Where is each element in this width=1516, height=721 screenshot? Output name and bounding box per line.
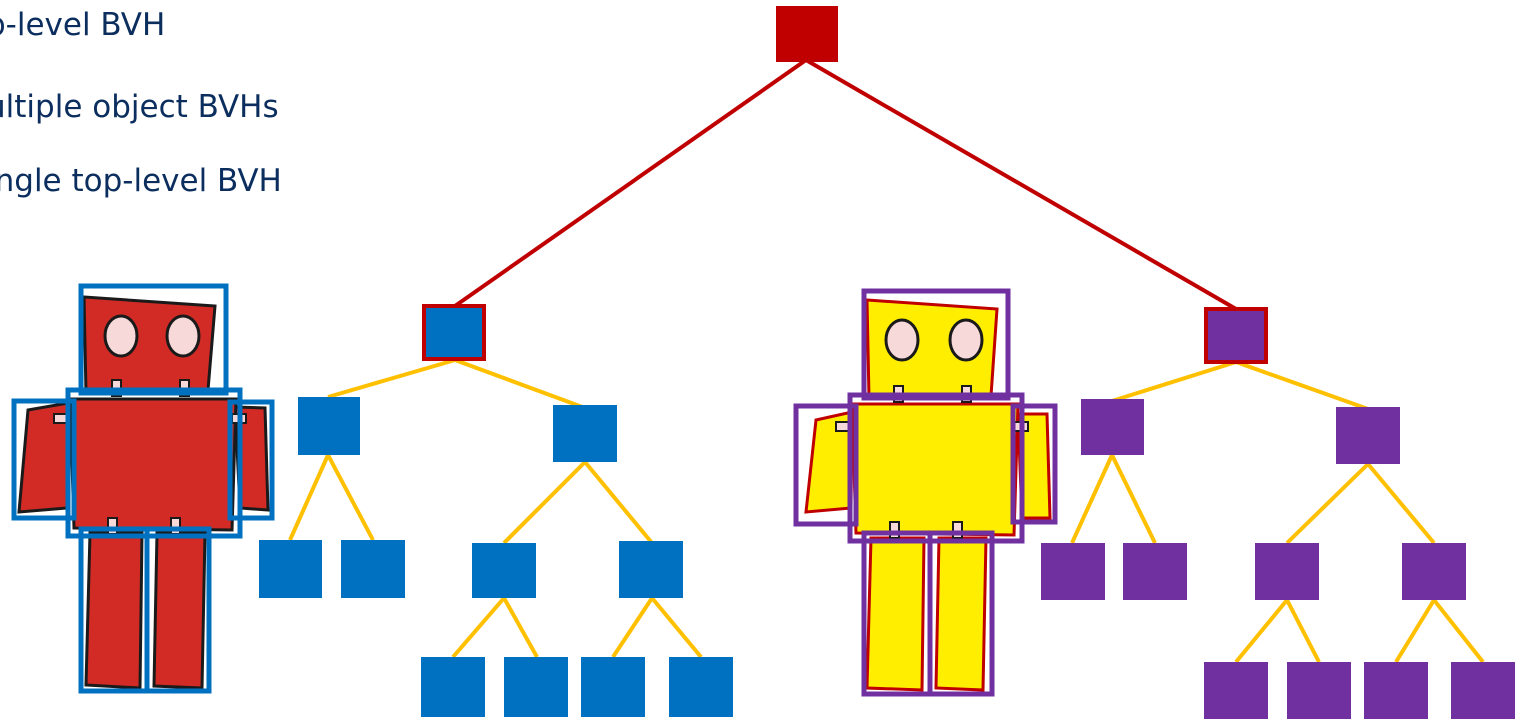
bvh-edge bbox=[454, 358, 586, 410]
blue-internal-node bbox=[619, 541, 683, 598]
root-to-purple-edge bbox=[804, 58, 1238, 311]
blue-internal-node bbox=[472, 543, 536, 598]
yellow-robot-joint bbox=[952, 521, 963, 539]
bvh-edge bbox=[1235, 360, 1369, 411]
purple-leaf-node bbox=[1364, 662, 1428, 719]
bvh-edge bbox=[650, 596, 703, 659]
bvh-edge bbox=[611, 596, 654, 659]
yellow-robot-bounding-boxes bbox=[793, 288, 1058, 697]
bvh-edge bbox=[288, 454, 330, 541]
yellow-robot-joint bbox=[889, 521, 900, 539]
blue-leaf-node bbox=[504, 657, 568, 717]
bvh-edge bbox=[1111, 360, 1237, 403]
red-robot-right-eye bbox=[165, 314, 201, 358]
purple-internal-node bbox=[1081, 399, 1144, 455]
red-robot-joint bbox=[107, 517, 118, 535]
red-robot-left-leg bbox=[84, 531, 144, 690]
right-leg-bounding-box bbox=[144, 526, 212, 694]
torso-bounding-box bbox=[65, 387, 243, 539]
yellow-robot-left-eye bbox=[884, 318, 920, 362]
red-robot-left-eye bbox=[103, 314, 139, 358]
bvh-edge bbox=[502, 597, 539, 658]
bvh-edge bbox=[1285, 462, 1370, 545]
red-robot-bounding-boxes bbox=[11, 283, 275, 694]
purple-leaf-node bbox=[1451, 662, 1515, 719]
purple-internal-node bbox=[1255, 543, 1319, 600]
blue-leaf-node bbox=[669, 657, 733, 717]
bvh-edge bbox=[1432, 598, 1485, 664]
blue-leaf-node bbox=[581, 657, 645, 717]
bvh-edge bbox=[583, 460, 654, 545]
blue-internal-node bbox=[553, 405, 617, 462]
yellow-robot-right-leg bbox=[934, 536, 988, 692]
bvh-edge bbox=[1394, 598, 1436, 664]
right-leg-bounding-box bbox=[927, 530, 995, 697]
red-robot-torso bbox=[68, 397, 238, 532]
bvh-edge bbox=[1366, 462, 1436, 545]
bvh-edge bbox=[502, 460, 587, 545]
purple-leaf-node bbox=[1204, 662, 1268, 719]
root-to-blue-edge bbox=[453, 58, 808, 308]
torso-bounding-box bbox=[847, 392, 1025, 544]
yellow-robot bbox=[804, 298, 1052, 692]
blue-bvh-root-node bbox=[422, 304, 486, 361]
purple-internal-node bbox=[1336, 407, 1400, 464]
bvh-edge bbox=[1234, 598, 1289, 664]
blue-leaf-node bbox=[259, 540, 322, 598]
bullet-multiple-object-bvhs: ultiple object BVHs bbox=[0, 89, 279, 125]
head-bounding-box bbox=[78, 283, 229, 396]
purple-bvh-edges bbox=[1070, 360, 1485, 664]
bvh-edge bbox=[451, 596, 506, 659]
blue-internal-node bbox=[298, 397, 360, 455]
left-arm-bounding-box bbox=[793, 403, 859, 527]
bvh-edge bbox=[1070, 454, 1114, 544]
left-arm-bounding-box bbox=[11, 398, 77, 521]
bvh-edge bbox=[327, 358, 456, 399]
blue-bvh-edges bbox=[288, 358, 703, 659]
blue-leaf-node bbox=[421, 657, 485, 717]
purple-bvh-root-node bbox=[1204, 307, 1268, 364]
yellow-robot-right-eye bbox=[948, 318, 984, 362]
purple-object-bvh bbox=[1041, 307, 1515, 719]
bullet-top-level-bvh: p-level BVH bbox=[0, 7, 166, 43]
bullet-single-top-level-bvh: ingle top-level BVH bbox=[0, 163, 282, 199]
bvh-edge bbox=[1110, 454, 1157, 544]
red-robot-joint bbox=[170, 517, 181, 535]
purple-leaf-node bbox=[1123, 543, 1187, 600]
head-bounding-box bbox=[861, 288, 1011, 401]
right-arm-bounding-box bbox=[1010, 403, 1058, 525]
red-robot-right-leg bbox=[152, 531, 207, 690]
yellow-robot-left-leg bbox=[865, 536, 926, 692]
blue-leaf-node bbox=[341, 540, 405, 598]
root-node bbox=[776, 6, 838, 62]
top-level-edges bbox=[453, 58, 1238, 311]
blue-object-bvh bbox=[259, 304, 733, 717]
right-arm-bounding-box bbox=[227, 399, 275, 521]
yellow-robot-torso bbox=[850, 402, 1020, 537]
red-robot bbox=[17, 295, 270, 690]
purple-internal-node bbox=[1402, 543, 1466, 600]
bvh-edge bbox=[1285, 599, 1321, 663]
bvh-edge bbox=[326, 454, 375, 541]
purple-leaf-node bbox=[1041, 543, 1105, 600]
purple-leaf-node bbox=[1287, 662, 1351, 719]
